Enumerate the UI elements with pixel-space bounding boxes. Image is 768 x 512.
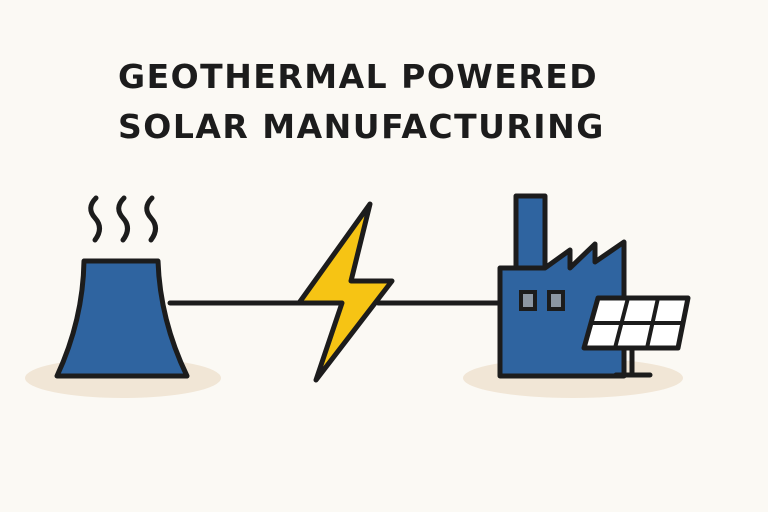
title-line-2: SOLAR MANUFACTURING [118,107,605,146]
lightning-bolt-icon [296,201,395,383]
factory-chimney [513,193,548,277]
geothermal-cooling-tower-icon [54,258,190,379]
steam-icon [88,195,158,243]
solar-panel-icon [581,295,691,378]
diagram-title: GEOTHERMAL POWERED SOLAR MANUFACTURING [118,52,638,152]
solar-cell-divider-v2 [645,296,660,350]
factory-window-left [519,290,537,311]
solar-cell-divider-v1 [613,296,630,350]
factory-icon [497,193,627,379]
title-line-1: GEOTHERMAL POWERED [118,57,599,96]
factory-window-right [547,290,565,311]
